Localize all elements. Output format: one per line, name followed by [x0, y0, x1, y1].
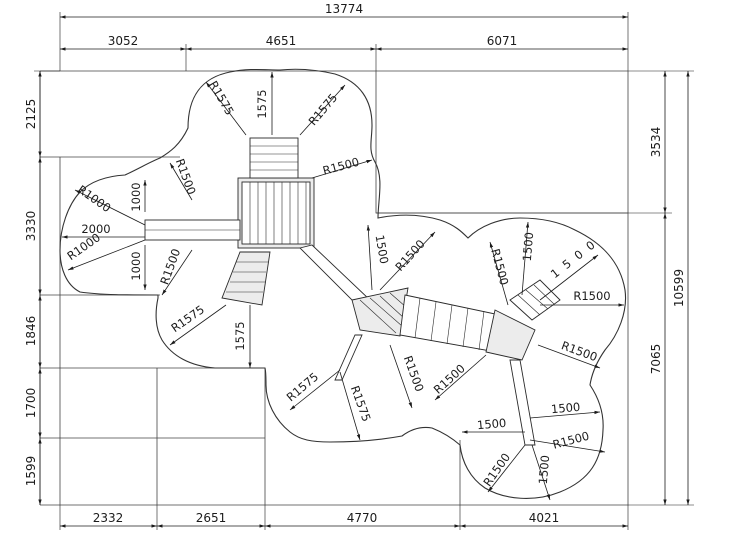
radius-label: R1500 [480, 450, 513, 489]
radius-label: 1500 [476, 416, 506, 432]
top-dimensions: 13774 3052 4651 6071 [59, 2, 629, 71]
radius-label: 1500 [373, 234, 392, 265]
radius-label: 2000 [81, 222, 110, 236]
dimension-label: 4651 [266, 34, 297, 48]
dimension-label: 6071 [487, 34, 518, 48]
radius-label: 1000 [129, 182, 143, 211]
radius-label: R1575 [284, 370, 322, 405]
dimension-label: 2651 [196, 511, 227, 525]
radius-label: R1575 [348, 384, 374, 424]
radius-label: R1500 [392, 237, 427, 274]
dimension-label: 3330 [24, 211, 38, 242]
dimension-label: 3052 [108, 34, 139, 48]
radius-label: R1500 [551, 429, 591, 452]
radius-label: 1575 [255, 89, 269, 118]
play-equipment [144, 137, 561, 446]
radius-label: 1575 [233, 321, 247, 350]
dimension-label: 7065 [649, 344, 663, 375]
dimension-label: 1599 [24, 456, 38, 487]
radius-label: R1575 [306, 91, 341, 129]
radius-label: R1500 [321, 155, 361, 178]
dimension-label: 4021 [529, 511, 560, 525]
dimension-label: 2332 [93, 511, 124, 525]
dimension-label: 3534 [649, 127, 663, 158]
radius-lines [61, 72, 624, 501]
radius-label: R1500 [173, 157, 199, 197]
radius-label: 1500 [520, 231, 536, 261]
radius-label: R1575 [168, 302, 207, 335]
dimension-label: 2125 [24, 99, 38, 130]
radius-label: R1500 [573, 289, 610, 303]
radius-label: 1500 [550, 400, 580, 416]
safety-zone-outline [59, 68, 627, 499]
dimension-label: 1846 [24, 316, 38, 347]
radius-label: R1500 [488, 247, 511, 287]
grid-lines [39, 70, 629, 506]
dimension-total-height: 10599 [672, 269, 686, 307]
dimension-label: 4770 [347, 511, 378, 525]
dimension-label: 1700 [24, 388, 38, 419]
radius-label: 1500 [536, 454, 552, 484]
right-dimensions: 3534 7065 10599 [628, 70, 694, 506]
left-dimensions: 2125 3330 1846 1700 1599 [24, 70, 60, 505]
radius-label: R1575 [206, 78, 237, 117]
bottom-dimensions: 2332 2651 4770 4021 [59, 505, 629, 530]
radius-label: R1500 [431, 361, 468, 396]
radius-label: R1500 [157, 247, 183, 287]
dimension-total-width: 13774 [325, 2, 363, 16]
radius-label: R1000 [75, 182, 114, 215]
radius-label: 1000 [129, 251, 143, 280]
